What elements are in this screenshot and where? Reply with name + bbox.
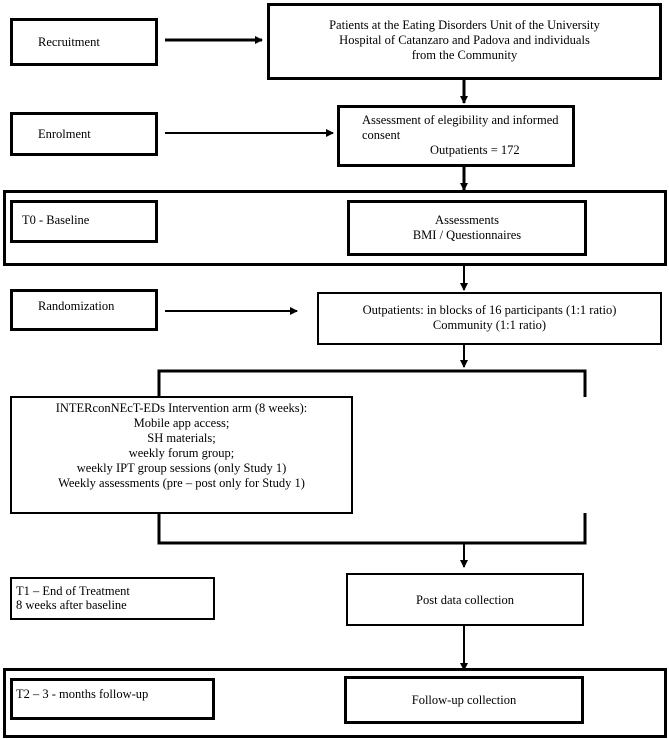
stage-t2: T2 – 3 - months follow-up (10, 678, 215, 720)
randomization-detail-line2: Community (1:1 ratio) (432, 318, 547, 332)
step-followup: Follow-up collection (344, 676, 584, 724)
stage-baseline-label: T0 - Baseline (22, 213, 90, 227)
stage-enrolment-label: Enrolment (38, 127, 91, 141)
intervention-item-app: Mobile app access; (133, 416, 230, 430)
step-post-label: Post data collection (416, 593, 514, 607)
stage-enrolment: Enrolment (10, 112, 158, 156)
step-patients-line1: Patients at the Eating Disorders Unit of… (329, 18, 600, 32)
stage-randomization-label: Randomization (38, 299, 115, 313)
stage-t1: T1 – End of Treatment 8 weeks after base… (10, 577, 215, 620)
step-post-data: Post data collection (346, 573, 584, 626)
stage-randomization: Randomization (10, 289, 158, 331)
stage-recruitment: Recruitment (10, 18, 158, 66)
stage-recruitment-label: Recruitment (38, 35, 100, 49)
intervention-title: INTERconNEcT-EDs Intervention arm (8 wee… (55, 401, 308, 415)
stage-t2-label: T2 – 3 - months follow-up (16, 687, 149, 701)
stage-t1-line2: 8 weeks after baseline (16, 598, 127, 612)
step-assessment-eligibility: Assessment of elegibility and informed c… (337, 105, 575, 167)
step-assessments-line1: Assessments (435, 213, 499, 227)
step-followup-label: Follow-up collection (411, 693, 517, 707)
randomization-detail-line1: Outpatients: in blocks of 16 participant… (362, 303, 617, 317)
intervention-item-forum: weekly forum group; (128, 446, 235, 460)
intervention-item-sh: SH materials; (147, 431, 216, 445)
stage-t1-line1: T1 – End of Treatment (16, 584, 130, 598)
intervention-bracket (157, 369, 587, 397)
step-randomization-detail: Outpatients: in blocks of 16 participant… (317, 292, 662, 345)
step-patients-line2: Hospital of Catanzaro and Padova and ind… (339, 33, 590, 47)
step-patients: Patients at the Eating Disorders Unit of… (267, 3, 662, 80)
step-assessment-line2: consent (362, 128, 401, 142)
step-assessment-line1: Assessment of elegibility and informed (362, 113, 559, 127)
intervention-bracket-bottom (157, 513, 587, 545)
outpatients-count: Outpatients = 172 (430, 143, 520, 157)
stage-baseline: T0 - Baseline (10, 200, 158, 243)
intervention-item-ipt: weekly IPT group sessions (only Study 1) (76, 461, 287, 475)
step-patients-line3: from the Community (411, 48, 518, 62)
intervention-arm: INTERconNEcT-EDs Intervention arm (8 wee… (10, 396, 353, 514)
step-assessments-line2: BMI / Questionnaires (412, 228, 522, 242)
step-assessments: Assessments BMI / Questionnaires (347, 200, 587, 256)
intervention-item-weekly: Weekly assessments (pre – post only for … (58, 476, 305, 490)
